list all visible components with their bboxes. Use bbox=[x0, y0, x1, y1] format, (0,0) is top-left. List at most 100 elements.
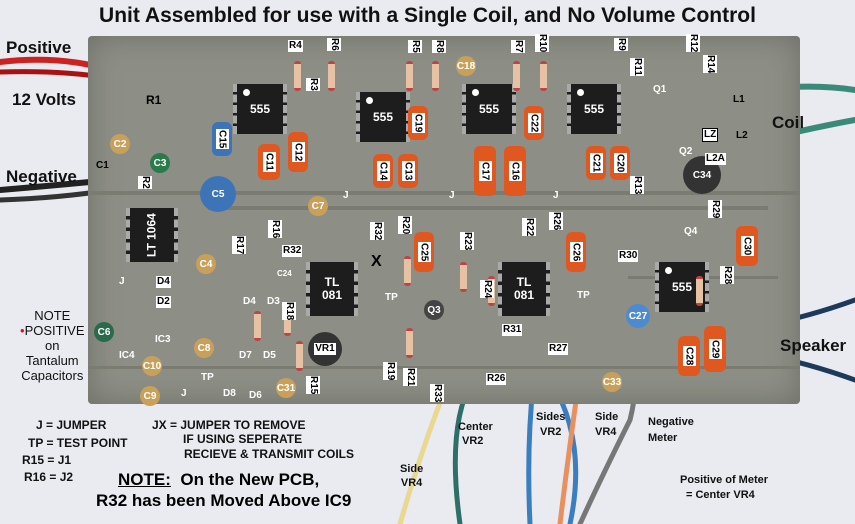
page-title: Unit Assembled for use with a Single Coi… bbox=[99, 4, 756, 27]
note-line: Capacitors bbox=[21, 368, 84, 383]
label-r17: R17 bbox=[232, 236, 246, 255]
component-label: C15 bbox=[215, 128, 229, 150]
label-r23: R23 bbox=[460, 232, 474, 251]
label-r21: R21 bbox=[403, 368, 417, 387]
label-tp: TP bbox=[385, 292, 398, 303]
ic-lt1064: LT 1064 bbox=[126, 208, 178, 262]
capacitor-c4-top: C4 bbox=[196, 254, 216, 274]
capacitor-c18: C18 bbox=[456, 56, 476, 76]
wire-label: VR4 bbox=[595, 426, 617, 438]
component-label: C13 bbox=[401, 160, 415, 182]
label-d3: D3 bbox=[267, 296, 280, 307]
wire-label: Sides bbox=[536, 411, 566, 423]
ic-555-1: 555 bbox=[233, 84, 287, 134]
label-r4: R4 bbox=[288, 40, 303, 52]
component-label: C27 bbox=[628, 310, 648, 322]
capacitor-c20: C20 bbox=[610, 146, 630, 180]
capacitor-c22: C22 bbox=[524, 106, 544, 140]
capacitor-c14: C14 bbox=[373, 154, 393, 188]
label-r10: R10 bbox=[535, 34, 549, 53]
polarity-dot-icon: • bbox=[20, 323, 25, 338]
component-label: C11 bbox=[262, 152, 276, 172]
capacitor-c30: C30 bbox=[736, 226, 758, 266]
transistor-q3: Q3 bbox=[424, 300, 444, 320]
label-r16: R16 bbox=[268, 220, 282, 239]
capacitor-c17: C17 bbox=[474, 146, 496, 196]
label-r7: R7 bbox=[511, 40, 525, 53]
label-x: X bbox=[371, 253, 382, 270]
label-j-3: J bbox=[553, 190, 559, 201]
volts-label: 12 Volts bbox=[12, 90, 76, 109]
wire-label: Center bbox=[458, 421, 493, 433]
ic-555-4: 555 bbox=[567, 84, 621, 134]
component-label: C30 bbox=[740, 235, 754, 257]
capacitor-c16: C16 bbox=[504, 146, 526, 196]
chip-label: 081 bbox=[321, 288, 343, 302]
capacitor-c7: C7 bbox=[308, 196, 328, 216]
jx-note-1: JX = JUMPER TO REMOVE bbox=[152, 418, 306, 432]
label-r33: R33 bbox=[430, 384, 444, 403]
wire-label: Meter bbox=[648, 432, 678, 444]
label-r26: R26 bbox=[486, 373, 507, 385]
capacitor-c8: C8 bbox=[194, 338, 214, 358]
capacitor-c12: C12 bbox=[288, 132, 308, 172]
potentiometer-vr1: VR1 bbox=[308, 332, 342, 366]
label-r14: R14 bbox=[703, 55, 717, 74]
label-r24: R24 bbox=[480, 280, 494, 299]
component-label: C28 bbox=[682, 345, 696, 367]
positive-meter-label: Positive of Meter= Center VR4 bbox=[680, 473, 768, 503]
label-r19: R19 bbox=[383, 362, 397, 381]
capacitor-c19: C19 bbox=[408, 106, 428, 140]
component-label: C26 bbox=[569, 241, 583, 263]
label-d8: D8 bbox=[223, 388, 236, 399]
label-r12: R12 bbox=[686, 34, 700, 53]
label-r1: R1 bbox=[146, 93, 162, 107]
capacitor-c9: C9 bbox=[140, 386, 160, 406]
capacitor-c3: C3 bbox=[150, 153, 170, 173]
label-ic3: IC3 bbox=[155, 334, 171, 345]
wire-label: Side bbox=[400, 463, 424, 475]
chip-label: 555 bbox=[583, 101, 605, 116]
label-r13: R13 bbox=[630, 176, 644, 195]
capacitor-c29: C29 bbox=[704, 326, 726, 372]
component-label: C12 bbox=[291, 141, 305, 163]
component-label: C20 bbox=[613, 152, 627, 174]
chip-label: LT 1064 bbox=[144, 213, 159, 257]
label-q1: Q1 bbox=[653, 84, 667, 95]
label-j: J bbox=[181, 388, 187, 399]
wire-label: Side bbox=[595, 411, 619, 423]
wire-label: Positive of Meter bbox=[680, 474, 769, 486]
wire-label: VR2 bbox=[540, 426, 562, 438]
label-j-2: J bbox=[449, 190, 455, 201]
label-r2: R2 bbox=[138, 176, 152, 189]
label-d4-top: D4 bbox=[156, 276, 171, 288]
legend-test-point: TP = TEST POINT bbox=[28, 436, 128, 450]
component-label: C22 bbox=[527, 112, 541, 134]
label-c24: C24 bbox=[277, 269, 292, 278]
capacitor-c5: C5 bbox=[200, 176, 236, 212]
label-d5: D5 bbox=[263, 350, 276, 361]
label-tp-3: TP bbox=[577, 290, 590, 301]
label-r32-new: R32 bbox=[370, 222, 384, 241]
component-label: C5 bbox=[211, 188, 225, 200]
chip-label: 555 bbox=[478, 101, 500, 116]
capacitor-c27: C27 bbox=[626, 304, 650, 328]
label-r32: R32 bbox=[282, 245, 303, 257]
capacitor-c25: C25 bbox=[414, 232, 434, 272]
jx-note-3: RECIEVE & TRANSMIT COILS bbox=[184, 447, 355, 461]
label-r20: R20 bbox=[398, 216, 412, 235]
label-d7: D7 bbox=[239, 350, 252, 361]
component-label: C29 bbox=[708, 338, 722, 360]
tantalum-note: NOTE •POSITIVE on Tantalum Capacitors bbox=[20, 308, 85, 383]
chip-label: 555 bbox=[249, 101, 271, 116]
capacitor-c21: C21 bbox=[586, 146, 606, 180]
capacitor-c13: C13 bbox=[398, 154, 418, 188]
note-line: on bbox=[45, 338, 60, 353]
legend-r16: R16 = J2 bbox=[24, 470, 74, 484]
label-tp-2: TP bbox=[201, 372, 214, 383]
wire-label: VR2 bbox=[462, 435, 484, 447]
label-q4: Q4 bbox=[684, 226, 698, 237]
